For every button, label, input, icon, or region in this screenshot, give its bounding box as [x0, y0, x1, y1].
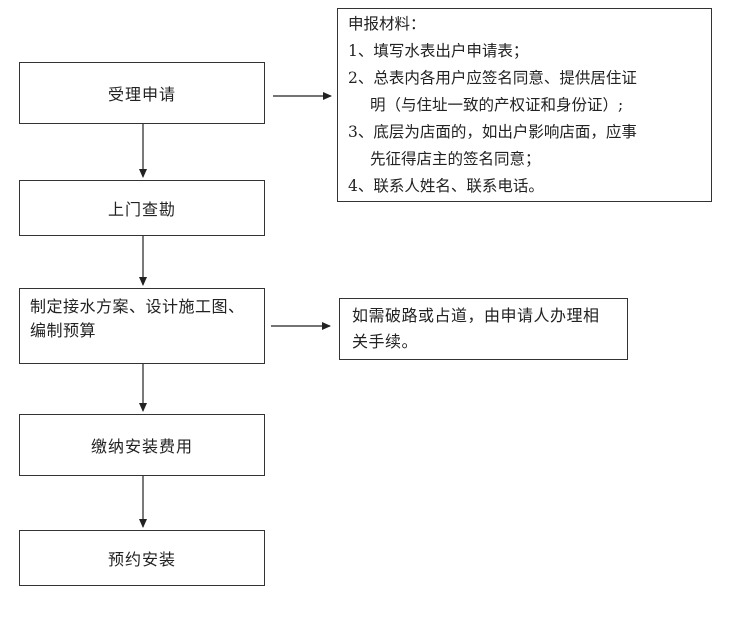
materials-item-1: 1、填写水表出户申请表； [348, 42, 529, 60]
step-label: 缴纳安装费用 [90, 437, 193, 456]
road-note-text: 如需破路或占道，由申请人办理相关手续。 [352, 306, 600, 351]
step-pay-installation-fee: 缴纳安装费用 [19, 414, 265, 476]
step-accept-application: 受理申请 [19, 62, 265, 124]
materials-title: 申报材料： [348, 15, 426, 33]
materials-item-2: 2、总表内各用户应签名同意、提供居住证 [348, 69, 637, 87]
materials-item-3: 3、底层为店面的，如出户影响店面，应事 [348, 123, 637, 141]
step-label: 预约安装 [107, 550, 176, 569]
materials-note: 申报材料： 1、填写水表出户申请表； 2、总表内各用户应签名同意、提供居住证 明… [337, 8, 712, 202]
road-permit-note: 如需破路或占道，由申请人办理相关手续。 [339, 298, 628, 360]
materials-item-2-cont: 明（与住址一致的产权证和身份证）; [370, 96, 624, 114]
materials-item-3-cont: 先征得店主的签名同意； [370, 150, 541, 168]
step-plan-design-budget: 制定接水方案、设计施工图、编制预算 [19, 288, 265, 364]
step-schedule-installation: 预约安装 [19, 530, 265, 586]
step-site-survey: 上门查勘 [19, 180, 265, 236]
materials-item-4: 4、联系人姓名、联系电话。 [348, 177, 544, 195]
step-label: 上门查勘 [107, 200, 176, 219]
step-label: 受理申请 [107, 85, 176, 104]
step-label: 制定接水方案、设计施工图、编制预算 [30, 297, 245, 340]
